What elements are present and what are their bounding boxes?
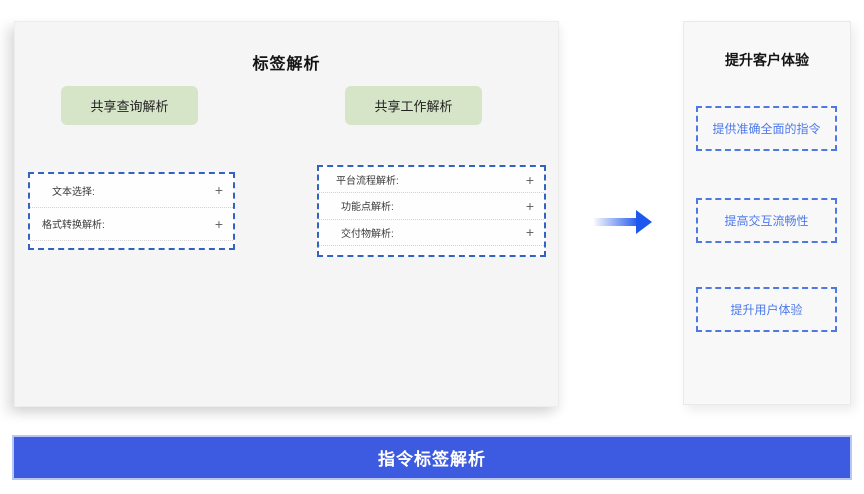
row-label: 功能点解析: xyxy=(340,202,394,214)
instruction-label-parsing-banner: 指令标签解析 xyxy=(12,435,852,480)
result-item-accurate-instructions[interactable]: 提供准确全面的指令 xyxy=(696,106,837,151)
arrow-right-icon xyxy=(594,210,652,234)
plus-icon[interactable]: + xyxy=(525,171,534,188)
row-label: 格式转换解析: xyxy=(42,220,105,232)
label-parsing-panel: 标签解析 共享查询解析 共享工作解析 文本选择: + 格式转换解析: + 平台流… xyxy=(14,21,559,407)
result-item-interaction-fluency[interactable]: 提高交互流畅性 xyxy=(696,198,837,243)
arrow-shaft xyxy=(594,218,637,226)
row-label: 平台流程解析: xyxy=(335,176,399,188)
row-label: 交付物解析: xyxy=(340,228,394,240)
label-parsing-title: 标签解析 xyxy=(252,56,321,74)
arrow-head xyxy=(636,210,652,234)
list-item: 交付物解析: + xyxy=(319,220,544,246)
shared-query-parsing-button[interactable]: 共享查询解析 xyxy=(61,86,198,125)
list-item: 文本选择: + xyxy=(30,174,233,208)
plus-icon[interactable]: + xyxy=(214,215,223,232)
list-item: 功能点解析: + xyxy=(319,193,544,220)
plus-icon[interactable]: + xyxy=(214,182,223,199)
customer-experience-panel: 提升客户体验 提供准确全面的指令 提高交互流畅性 提升用户体验 xyxy=(683,21,851,405)
list-item: 平台流程解析: + xyxy=(319,167,544,194)
list-item: 格式转换解析: + xyxy=(30,208,233,241)
plus-icon[interactable]: + xyxy=(525,197,534,214)
shared-work-parsing-button[interactable]: 共享工作解析 xyxy=(345,86,482,125)
work-parsing-group: 平台流程解析: + 功能点解析: + 交付物解析: + xyxy=(317,165,546,257)
banner-title: 指令标签解析 xyxy=(378,450,486,469)
row-label: 文本选择: xyxy=(52,186,95,198)
customer-experience-title: 提升客户体验 xyxy=(725,51,809,68)
plus-icon[interactable]: + xyxy=(525,224,534,241)
query-parsing-group: 文本选择: + 格式转换解析: + xyxy=(28,172,235,250)
result-item-user-experience[interactable]: 提升用户体验 xyxy=(696,287,837,332)
